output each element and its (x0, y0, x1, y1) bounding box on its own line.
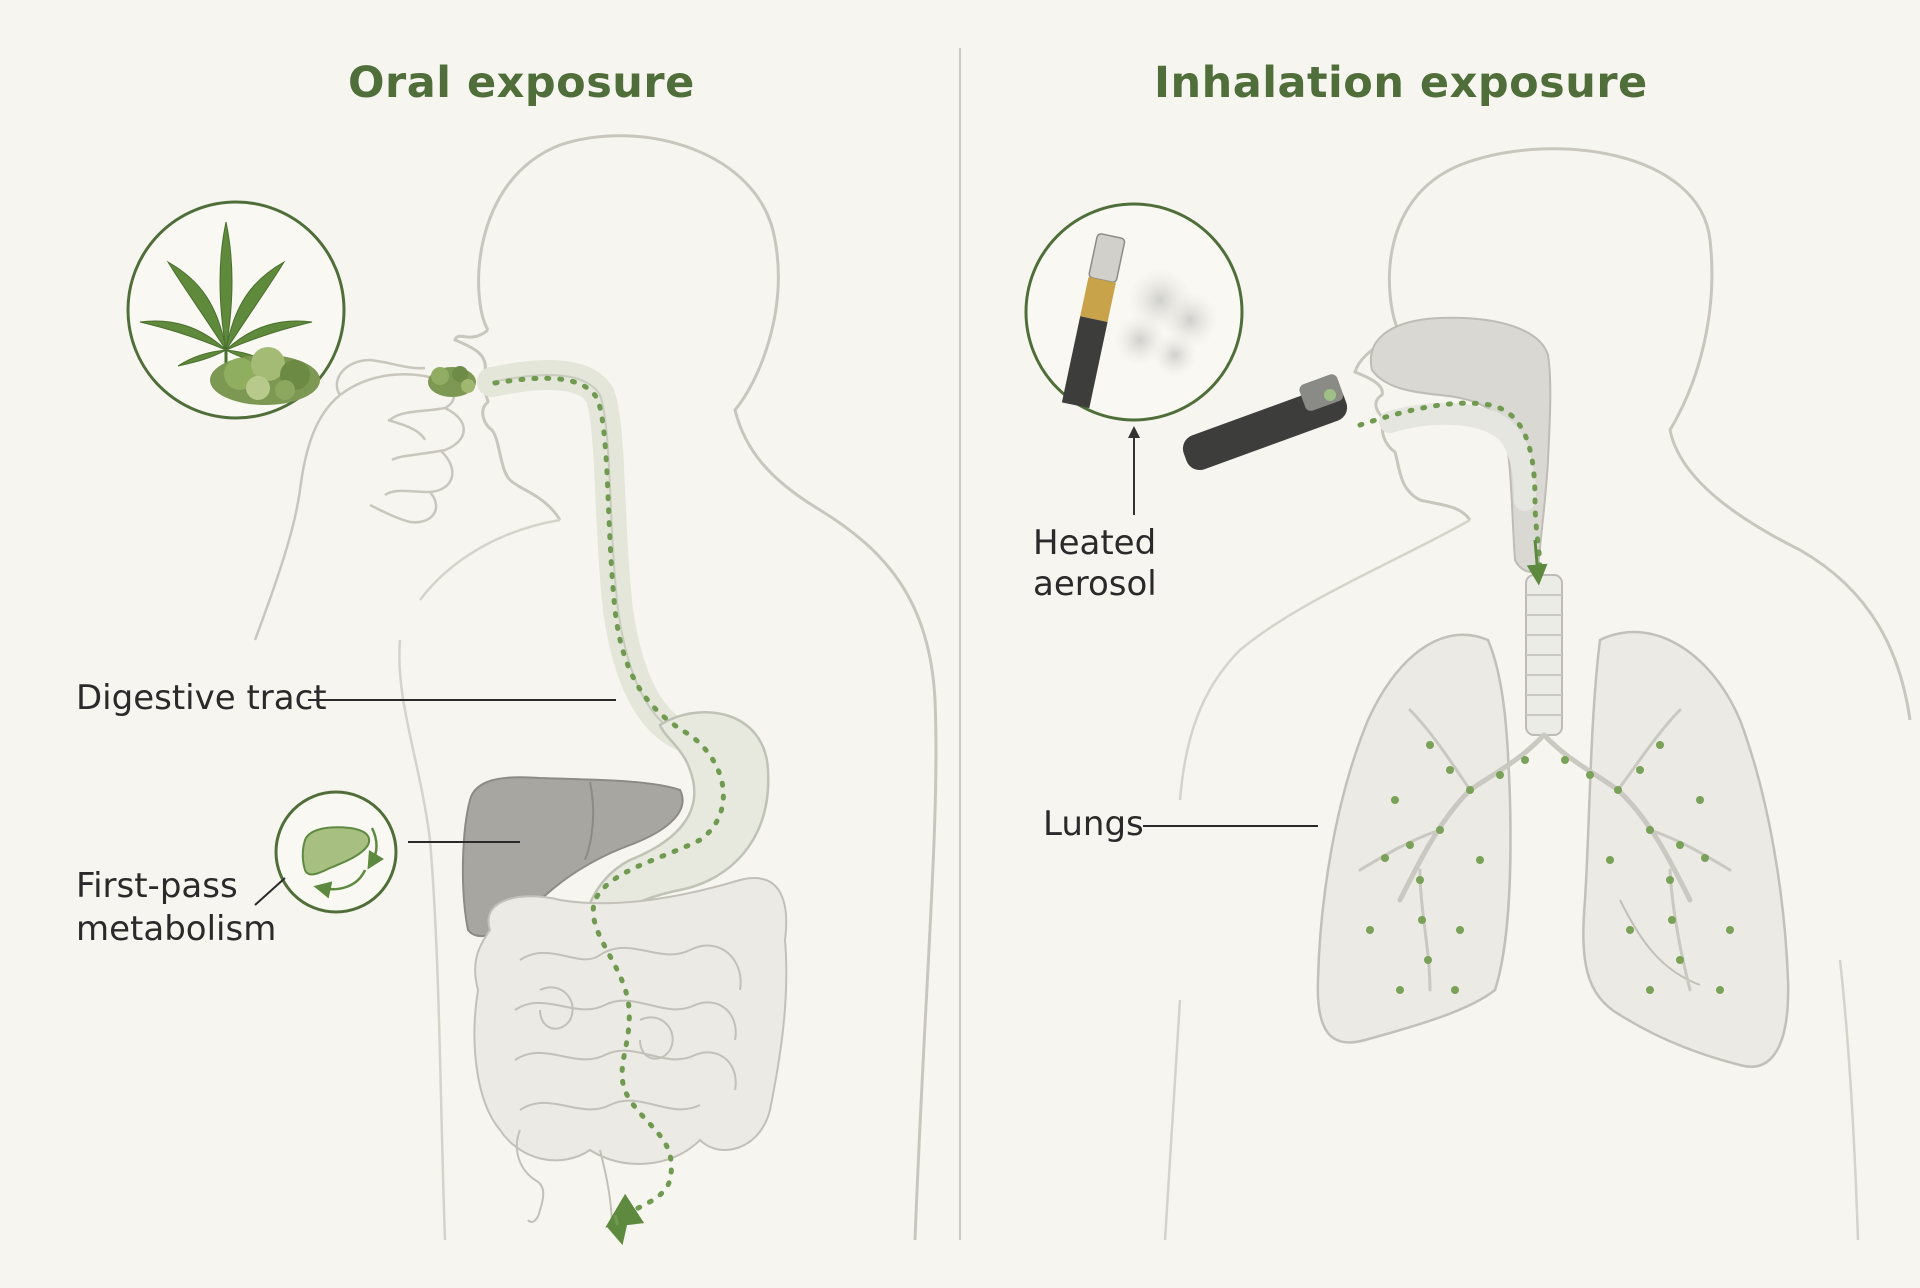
intestines (473, 877, 788, 1223)
aerosol-inset (1024, 202, 1244, 422)
cannabis-leaf-icon (139, 221, 313, 380)
heated-aerosol-line2: aerosol (1033, 564, 1157, 604)
first-pass-leader (254, 877, 286, 906)
oral-face-outline (453, 328, 562, 521)
bud-in-hand (428, 366, 476, 397)
vape-cartridge-icon (1061, 233, 1126, 409)
lung-deposition-dots (1366, 741, 1734, 994)
right-lung (1582, 630, 1790, 1068)
oral-torso-left (398, 639, 447, 1241)
inhalation-panel-artwork (1024, 147, 1912, 1241)
lungs-label: Lungs (1043, 804, 1144, 844)
smoke-cloud-icon (1114, 268, 1218, 377)
oral-hand (253, 373, 465, 641)
heated-aerosol-line1: Heated (1033, 523, 1157, 563)
oral-panel-title: Oral exposure (348, 58, 695, 108)
recycle-arrow-icon (313, 869, 367, 899)
oral-panel-artwork (126, 134, 938, 1246)
cannabis-inset (126, 200, 346, 420)
oral-body-outline (477, 134, 938, 1241)
esophagus (477, 360, 695, 750)
mouth-airway (1379, 402, 1536, 511)
inhalation-body-outline (1387, 147, 1912, 721)
vape-pen-icon (1182, 374, 1348, 471)
first-pass-line1: First-pass (76, 866, 238, 906)
liver-icon (301, 826, 370, 876)
cannabis-bud-icon (210, 347, 320, 405)
digestive-tract-label: Digestive tract (76, 678, 327, 718)
first-pass-inset (274, 790, 398, 914)
inhalation-panel-title: Inhalation exposure (1154, 58, 1648, 108)
inhalation-pathway (1357, 400, 1543, 573)
trachea (1525, 574, 1563, 736)
first-pass-line2: metabolism (76, 909, 277, 949)
oral-pathway (492, 375, 726, 1228)
